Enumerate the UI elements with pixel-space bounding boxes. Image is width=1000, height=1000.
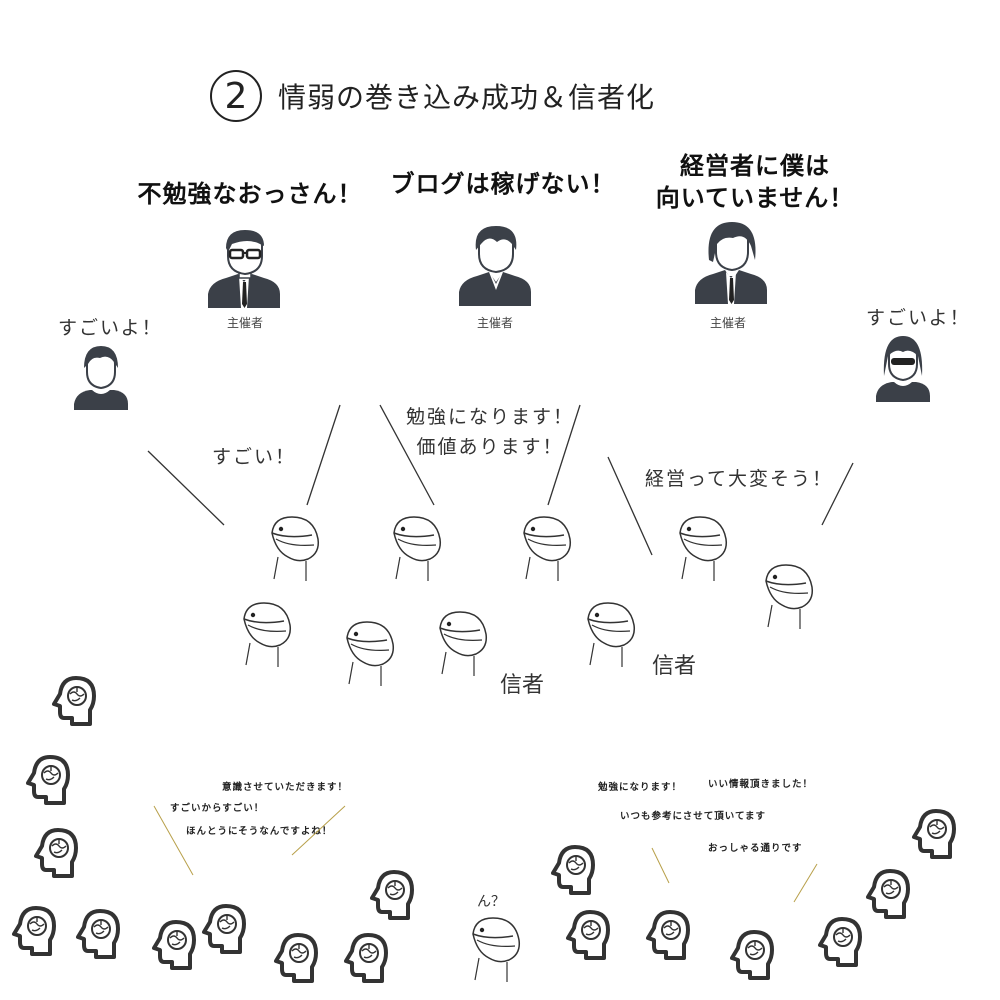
believer-label-2: 信者: [652, 654, 697, 679]
brain-head-icon: [566, 910, 610, 960]
doodle-head-icon: [393, 516, 442, 582]
doodle-head-icon: [765, 564, 814, 630]
believer-label-1: 信者: [500, 673, 545, 698]
side-person-right-icon: [875, 335, 931, 403]
brain-head-icon: [152, 920, 196, 970]
host-label-1: 主催者: [226, 316, 263, 330]
diagram-title: 2 情弱の巻き込み成功＆信者化: [210, 68, 655, 124]
bottom-speech-right-2: いい情報頂きました！: [708, 779, 814, 790]
brain-head-icon: [26, 755, 70, 805]
brain-head-icon: [34, 828, 78, 878]
host-glasses-icon: [206, 228, 282, 310]
brain-head-icon: [344, 933, 388, 983]
bottom-speech-lines: [153, 805, 818, 903]
host-quote-3: 経営者に僕は 向いていません！: [640, 150, 870, 214]
crowd-speech-sugoi: すごい！: [212, 446, 297, 468]
brain-head-icon: [912, 809, 956, 859]
host-casual-icon: [458, 225, 532, 307]
question-speech: ん？: [477, 894, 505, 910]
bottom-speech-left-1: 意識させていただきます！: [222, 782, 349, 793]
doodle-head-icon: [523, 516, 572, 582]
brain-head-icon: [551, 845, 595, 895]
doodle-head-icon: [679, 516, 728, 582]
bottom-speech-left-2: すごいからすごい！: [170, 803, 265, 814]
doodle-head-icon: [587, 602, 636, 668]
brain-head-icon: [370, 870, 414, 920]
crowd-speech-benkyou: 勉強になります！ 価値あります！: [405, 402, 575, 462]
bottom-speech-right-4: おっしゃる通りです: [708, 843, 803, 854]
crowd-speech-benkyou-line1: 勉強になります！: [405, 406, 574, 428]
brain-head-icon: [202, 904, 246, 954]
bottom-speech-right-1: 勉強になります！: [598, 782, 683, 793]
doodle-head-icon: [439, 611, 488, 677]
brain-head-icon: [274, 933, 318, 983]
doodle-head-icon: [243, 602, 292, 668]
brain-head-icon: [866, 869, 910, 919]
doodle-head-icon: [346, 621, 395, 687]
bottom-speech-left-3: ほんとうにそうなんですよね！: [186, 826, 333, 837]
right-person-speech: すごいよ！: [866, 307, 971, 329]
bottom-speech-right-3: いつも参考にさせて頂いてます: [620, 811, 767, 822]
host-label-2: 主催者: [476, 316, 513, 330]
title-text: 情弱の巻き込み成功＆信者化: [278, 81, 656, 114]
brain-head-icon: [76, 909, 120, 959]
brain-head-icon: [730, 930, 774, 980]
brain-head-icon: [52, 676, 96, 726]
host-quote-3-line1: 経営者に僕は: [680, 151, 830, 180]
step-number-circle: 2: [210, 70, 262, 122]
side-person-left-icon: [73, 345, 129, 411]
crowd-speech-keiei: 経営って大変そう！: [645, 468, 834, 490]
host-quote-3-line2: 向いていません！: [655, 183, 855, 212]
brain-head-icon: [646, 910, 690, 960]
brain-head-icon: [818, 917, 862, 967]
host-quote-1: 不勉強なおっさん！: [137, 179, 363, 208]
host-label-3: 主催者: [709, 316, 746, 330]
host-quote-2: ブログは稼げない！: [390, 169, 616, 198]
left-person-speech: すごいよ！: [58, 317, 163, 339]
brain-head-icon: [12, 906, 56, 956]
doodle-head-icon: [271, 516, 320, 582]
crowd-speech-benkyou-line2: 価値あります！: [416, 436, 564, 458]
host-suit-icon: [694, 221, 768, 305]
speech-lines: [147, 404, 854, 556]
doodle-head-icon: [472, 917, 521, 983]
